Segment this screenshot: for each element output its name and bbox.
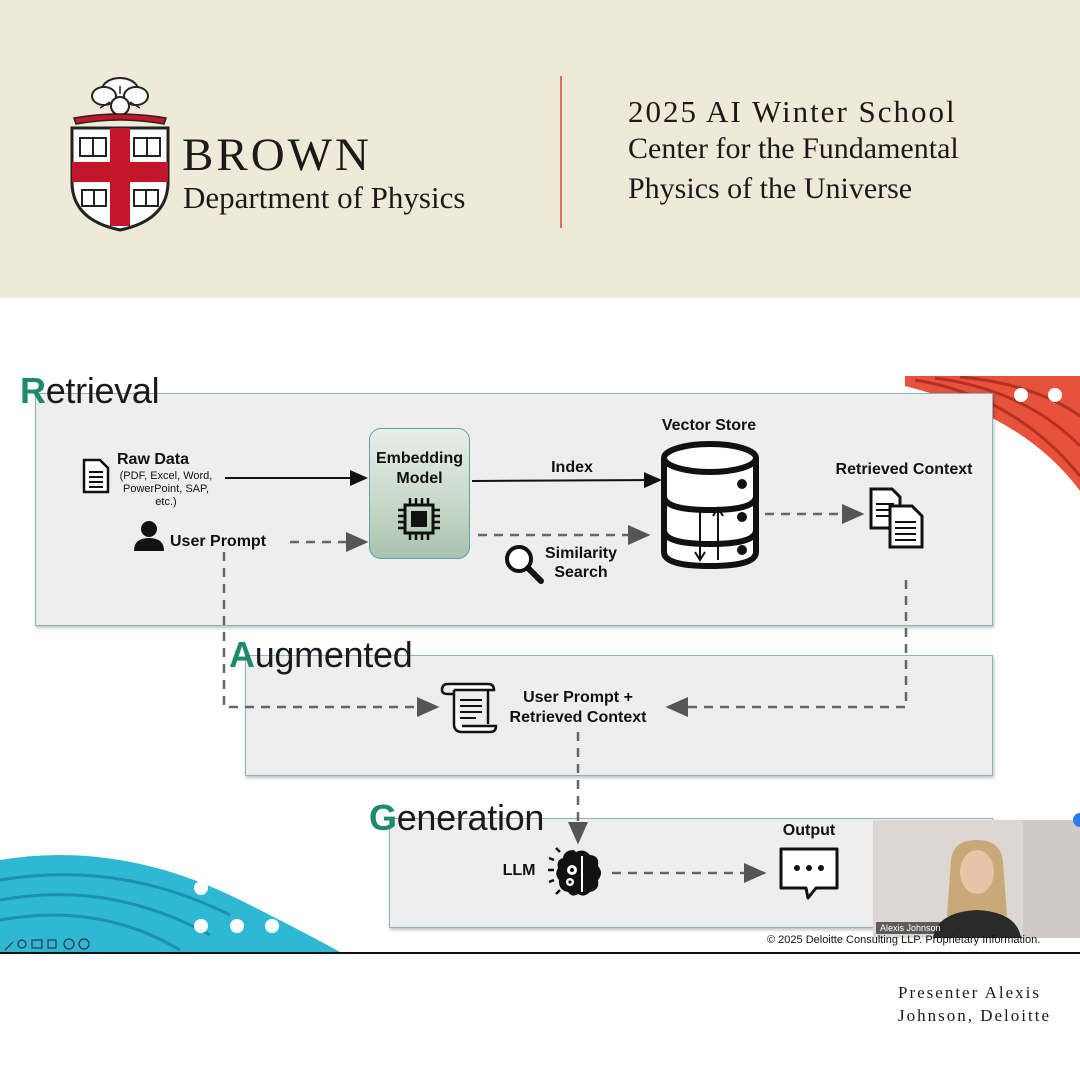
similarity-search-label-line2: Search xyxy=(554,564,608,581)
raw-data-label: Raw Data xyxy=(116,451,190,468)
event-title: 2025 AI Winter School xyxy=(628,94,957,129)
retrieved-context-label: Retrieved Context xyxy=(835,461,973,478)
generation-initial: G xyxy=(369,797,397,838)
vector-store-label: Vector Store xyxy=(661,417,757,434)
generation-rest: eneration xyxy=(396,797,545,838)
similarity-search-label-line1: Similarity xyxy=(544,545,618,562)
more-icon[interactable] xyxy=(63,938,75,950)
user-prompt-label: User Prompt xyxy=(170,533,267,550)
generation-title: Generation xyxy=(369,797,544,839)
retrieval-panel xyxy=(35,393,993,626)
augmented-title: Augmented xyxy=(229,634,413,676)
decorative-red-swirl xyxy=(905,376,1080,491)
header-banner xyxy=(0,0,1080,298)
captions-icon[interactable] xyxy=(31,939,43,949)
raw-data-sub3: etc.) xyxy=(155,496,177,508)
brain-gear-icon xyxy=(548,847,601,896)
header-divider xyxy=(560,76,562,228)
retrieval-initial: R xyxy=(20,370,46,411)
augmented-rest: ugmented xyxy=(254,634,413,675)
video-corner-badge-icon[interactable] xyxy=(1072,812,1080,828)
presenter-line2: Johnson, Deloitte xyxy=(898,1006,1051,1025)
raw-data-sub1: (PDF, Excel, Word, xyxy=(119,470,213,482)
brown-shield-logo xyxy=(70,77,170,232)
university-name: BROWN xyxy=(182,129,372,181)
copyright-text: © 2025 Deloitte Consulting LLP. Propriet… xyxy=(767,934,1041,946)
slides-icon[interactable] xyxy=(47,939,57,949)
combined-context-label-line2: Retrieved Context xyxy=(509,709,647,726)
embedding-label-line1: Embedding xyxy=(375,450,464,467)
chat-bubble-icon xyxy=(779,847,839,900)
zoom-icon[interactable] xyxy=(17,939,27,949)
embedding-label-line2: Model xyxy=(396,470,443,487)
retrieval-title: Retrieval xyxy=(20,370,160,412)
decorative-blue-swirl xyxy=(0,855,340,952)
output-label: Output xyxy=(782,822,836,839)
event-subtitle-line1: Center for the Fundamental xyxy=(628,132,959,165)
user-icon xyxy=(134,521,164,551)
pen-icon[interactable] xyxy=(4,941,14,951)
raw-data-sub2: PowerPoint, SAP, xyxy=(122,483,209,495)
document-icon xyxy=(82,458,110,494)
documents-icon xyxy=(869,487,924,549)
presenter-video[interactable] xyxy=(873,820,1080,938)
llm-label: LLM xyxy=(502,862,536,879)
index-label: Index xyxy=(551,459,593,476)
next-icon[interactable] xyxy=(78,938,90,950)
magnifier-icon xyxy=(505,545,544,584)
retrieval-rest: etrieval xyxy=(45,370,160,411)
video-name-tag: Alexis Johnson xyxy=(876,922,945,934)
presenter-line1: Presenter Alexis xyxy=(898,983,1041,1002)
presenter-figure xyxy=(873,820,1080,938)
database-icon xyxy=(661,441,759,570)
scroll-icon xyxy=(440,682,498,734)
augmented-initial: A xyxy=(229,634,255,675)
combined-context-label-line1: User Prompt + xyxy=(523,689,633,706)
slide-toolbar[interactable] xyxy=(4,938,94,952)
department-name: Department of Physics xyxy=(183,180,466,215)
slide-bottom-border xyxy=(0,952,1080,954)
chip-icon xyxy=(398,498,440,540)
event-subtitle-line2: Physics of the Universe xyxy=(628,172,913,205)
